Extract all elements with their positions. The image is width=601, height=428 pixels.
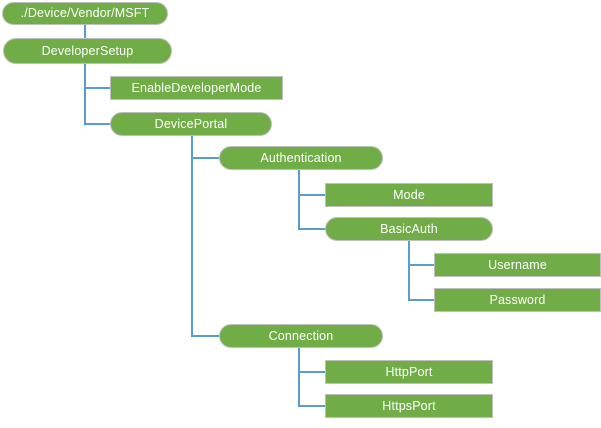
edge-device-portal-to-connection: [191, 335, 221, 337]
node-https-port-label: HttpsPort: [382, 398, 436, 413]
node-http-port[interactable]: HttpPort: [325, 360, 493, 384]
node-username-label: Username: [488, 257, 547, 272]
node-authentication-label: Authentication: [260, 150, 342, 165]
node-https-port[interactable]: HttpsPort: [325, 394, 493, 418]
edge-root-to-developer-setup: [84, 25, 86, 39]
node-device-portal[interactable]: DevicePortal: [110, 112, 272, 136]
node-device-portal-label: DevicePortal: [154, 116, 228, 131]
edge-developer-setup-to-device-portal: [84, 123, 111, 125]
edge-basic-auth-trunk: [408, 241, 410, 301]
node-developer-setup[interactable]: DeveloperSetup: [3, 38, 172, 64]
node-authentication[interactable]: Authentication: [219, 146, 383, 170]
node-enable-developer-mode[interactable]: EnableDeveloperMode: [110, 76, 283, 100]
node-mode-label: Mode: [393, 187, 425, 202]
node-developer-setup-label: DeveloperSetup: [41, 43, 134, 58]
node-root[interactable]: ./Device/Vendor/MSFT: [2, 2, 168, 25]
node-connection[interactable]: Connection: [219, 324, 383, 348]
edge-connection-to-https-port: [298, 405, 327, 407]
node-basic-auth-label: BasicAuth: [380, 221, 438, 236]
edge-developer-setup-to-enable-developer-mode: [84, 87, 111, 89]
node-password-label: Password: [489, 292, 546, 307]
node-http-port-label: HttpPort: [385, 364, 433, 379]
edge-authentication-trunk: [298, 170, 300, 230]
edge-developer-setup-trunk: [84, 64, 86, 125]
edge-connection-to-http-port: [298, 371, 327, 373]
node-username[interactable]: Username: [434, 253, 601, 277]
edge-authentication-to-basic-auth: [298, 228, 327, 230]
node-connection-label: Connection: [268, 328, 334, 343]
node-enable-developer-mode-label: EnableDeveloperMode: [131, 80, 262, 95]
node-password[interactable]: Password: [434, 288, 601, 312]
node-basic-auth[interactable]: BasicAuth: [325, 217, 493, 241]
edge-basic-auth-to-username: [408, 264, 436, 266]
edge-device-portal-to-authentication: [191, 157, 221, 159]
edge-device-portal-trunk: [191, 136, 193, 337]
edge-connection-trunk: [298, 348, 300, 407]
edge-basic-auth-to-password: [408, 299, 436, 301]
node-root-label: ./Device/Vendor/MSFT: [20, 6, 150, 21]
node-mode[interactable]: Mode: [325, 183, 493, 207]
edge-authentication-to-mode: [298, 194, 327, 196]
